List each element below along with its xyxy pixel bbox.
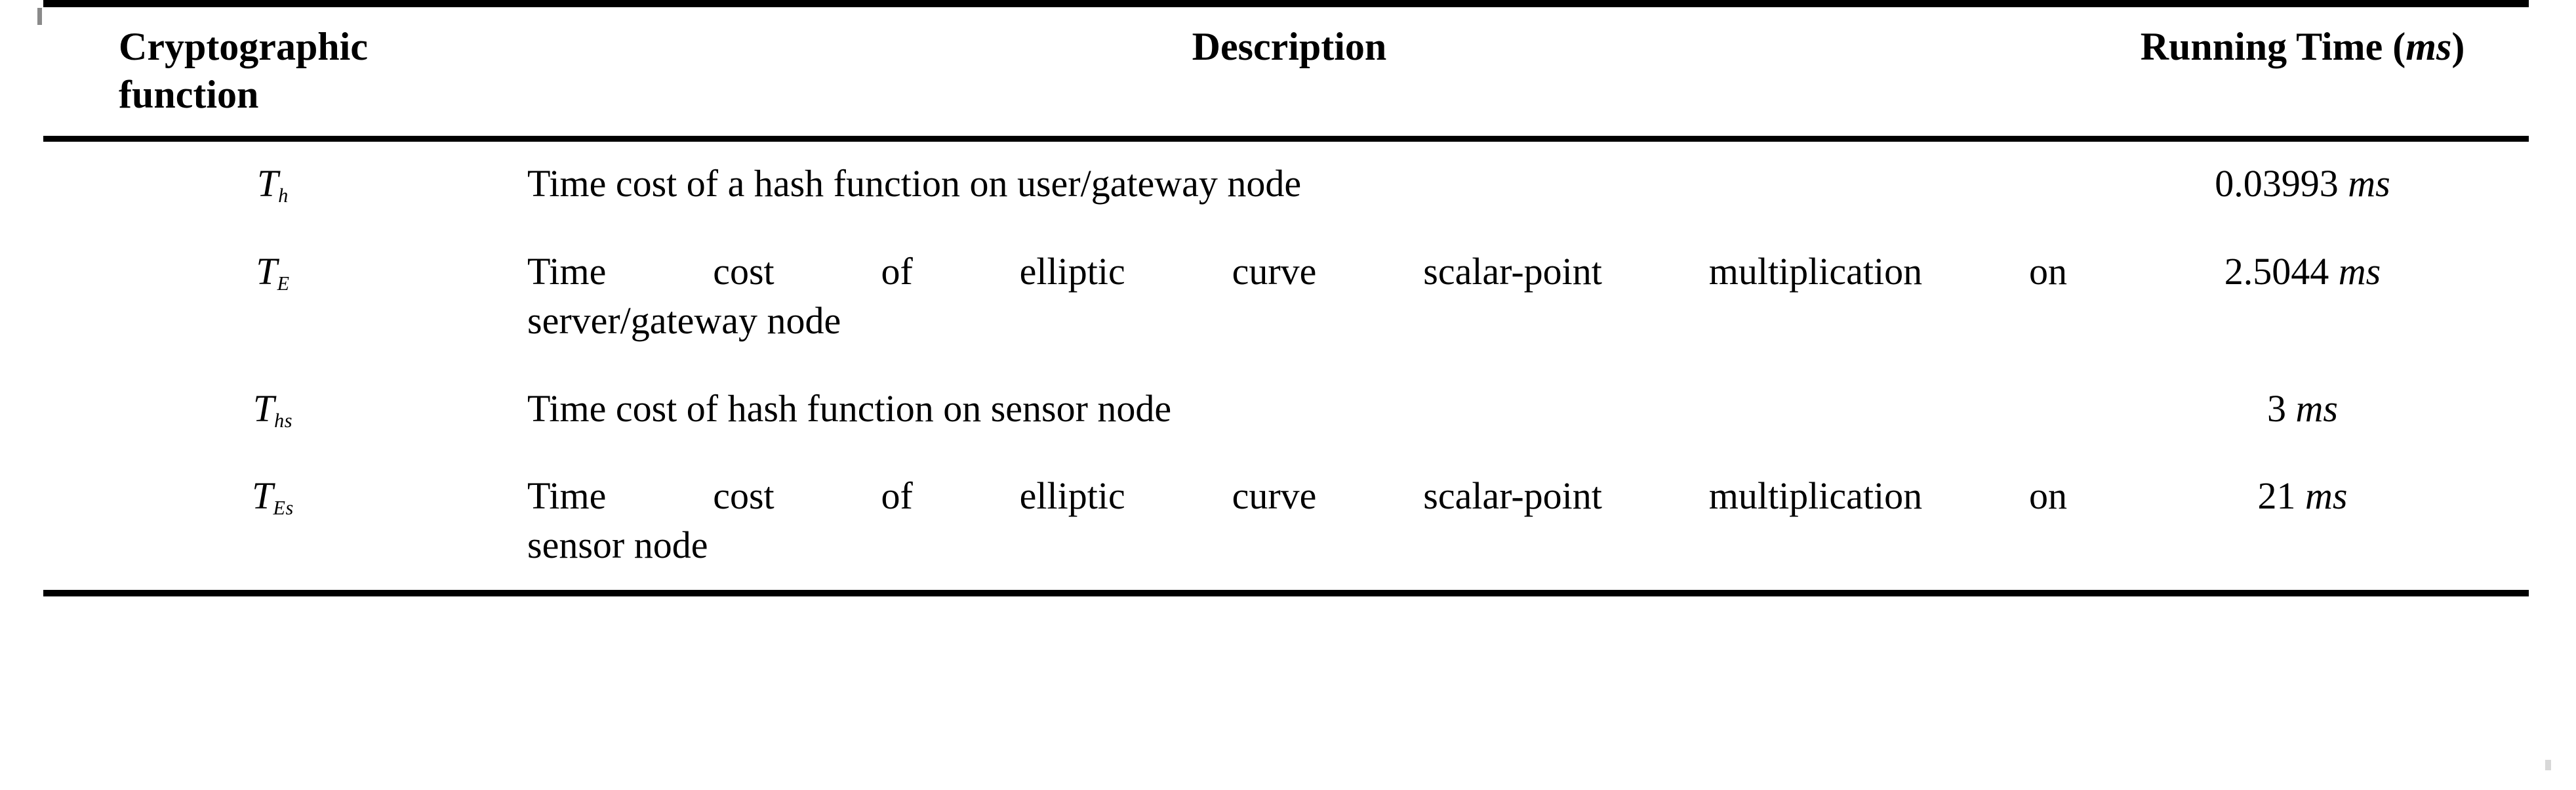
column-header-running-time: Running Time (ms): [2076, 4, 2529, 139]
table-row: TEs Time cost of elliptic curve scalar-p…: [43, 453, 2529, 593]
running-time-value: 21: [2257, 474, 2296, 517]
symbol-base: T: [256, 249, 277, 293]
description-line-1: Time cost of elliptic curve scalar-point…: [527, 249, 2067, 293]
cryptographic-function-table-container: Cryptographic function Description Runni…: [43, 0, 2529, 600]
running-time-value: 2.5044: [2224, 249, 2329, 293]
symbol-subscript: Es: [273, 496, 294, 519]
table-bottom-rule-row: [43, 592, 2529, 600]
symbol-t-hs: Ths: [252, 386, 293, 432]
table-bottom-rule-cell: [2076, 593, 2529, 596]
row-description-cell: Time cost of elliptic curve scalar-point…: [502, 453, 2076, 593]
table-header-row: Cryptographic function Description Runni…: [43, 3, 2529, 139]
row-symbol-cell: TEs: [43, 453, 502, 593]
running-time-value: 0.03993: [2215, 162, 2339, 205]
table-footer: [43, 592, 2529, 600]
table-row: Th Time cost of a hash function on user/…: [43, 138, 2529, 228]
column-header-running-time-label: Running Time (: [2140, 25, 2406, 68]
row-running-time-cell: 21 ms: [2076, 453, 2529, 593]
running-time-unit: ms: [2348, 162, 2390, 205]
description-line-1: Time cost of hash function on sensor nod…: [527, 386, 1172, 430]
symbol-t-es: TEs: [252, 474, 294, 519]
symbol-base: T: [252, 474, 273, 517]
symbol-subscript: E: [277, 272, 290, 295]
running-time-unit: ms: [2338, 249, 2381, 293]
scan-artifact-left: [37, 8, 42, 25]
scan-artifact-right: [2545, 760, 2551, 770]
column-header-description: Description: [502, 4, 2076, 139]
table-body: Th Time cost of a hash function on user/…: [43, 138, 2529, 593]
row-running-time-cell: 2.5044 ms: [2076, 228, 2529, 365]
description-line-2: sensor node: [527, 524, 708, 567]
column-header-function-line1: Cryptographic: [119, 25, 368, 68]
running-time-unit: ms: [2295, 386, 2338, 430]
symbol-subscript: hs: [274, 409, 293, 432]
running-time-unit: ms: [2305, 474, 2348, 517]
row-description-cell: Time cost of hash function on sensor nod…: [502, 365, 2076, 453]
row-symbol-cell: Ths: [43, 365, 502, 453]
running-time-value: 3: [2267, 386, 2287, 430]
symbol-base: T: [252, 386, 275, 430]
cryptographic-function-table: Cryptographic function Description Runni…: [43, 0, 2529, 600]
column-header-running-time-unit: ms: [2405, 25, 2452, 68]
column-header-description-label: Description: [1192, 25, 1387, 68]
description-line-1: Time cost of elliptic curve scalar-point…: [527, 474, 2067, 517]
table-row: Ths Time cost of hash function on sensor…: [43, 365, 2529, 453]
symbol-base: T: [257, 162, 279, 205]
row-running-time-cell: 3 ms: [2076, 365, 2529, 453]
table-header: Cryptographic function Description Runni…: [43, 3, 2529, 139]
column-header-running-time-close: ): [2451, 25, 2465, 68]
symbol-subscript: h: [278, 184, 289, 207]
table-row: TE Time cost of elliptic curve scalar-po…: [43, 228, 2529, 365]
symbol-t-e: TE: [256, 249, 290, 295]
column-header-function-line2: function: [119, 73, 259, 117]
row-symbol-cell: Th: [43, 139, 502, 228]
row-description-cell: Time cost of elliptic curve scalar-point…: [502, 228, 2076, 365]
description-line-1: Time cost of a hash function on user/gat…: [527, 162, 1302, 205]
row-symbol-cell: TE: [43, 228, 502, 365]
row-description-cell: Time cost of a hash function on user/gat…: [502, 139, 2076, 228]
description-line-2: server/gateway node: [527, 299, 841, 343]
table-bottom-rule-cell: [43, 593, 502, 596]
column-header-cryptographic-function: Cryptographic function: [43, 4, 502, 139]
table-bottom-rule-cell: [502, 593, 2076, 596]
symbol-t-h: Th: [257, 162, 289, 207]
row-running-time-cell: 0.03993 ms: [2076, 139, 2529, 228]
